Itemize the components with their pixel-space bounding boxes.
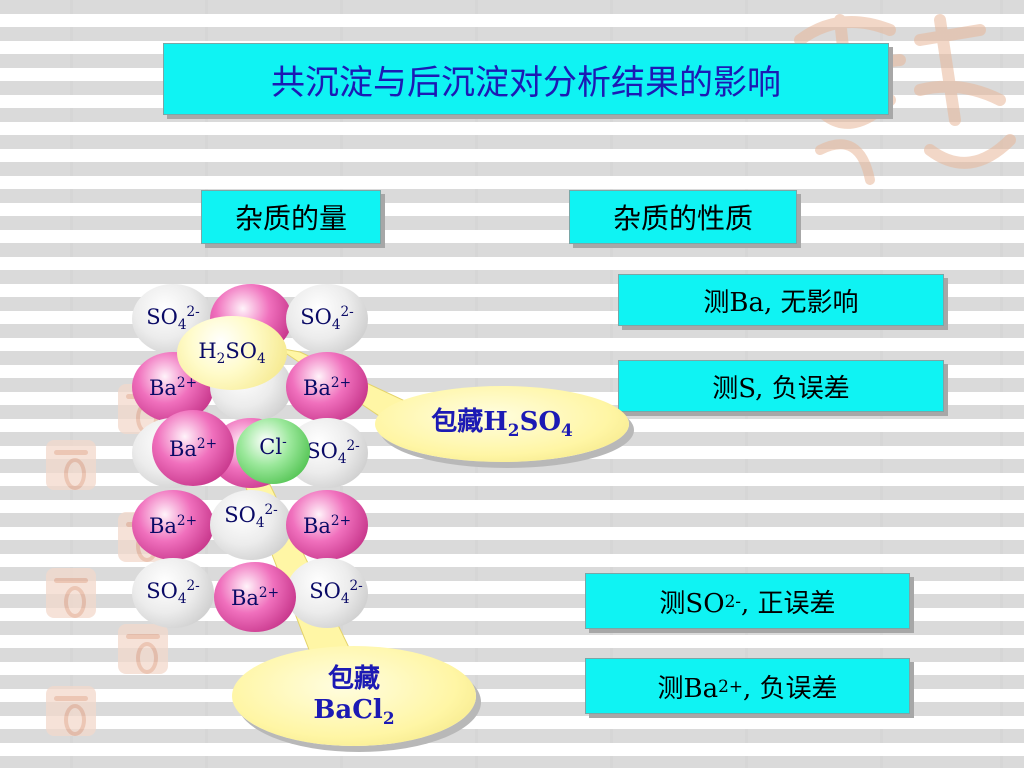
callout-bacl2-label: 包藏 BaCl2 (313, 663, 395, 729)
impurity-ba-label: Ba2+ (168, 435, 218, 461)
result-ba2-suffix: , 负误差 (742, 673, 838, 704)
result-s-prefix: 测S, (712, 373, 764, 404)
decorative-seal-5 (118, 624, 168, 674)
result-s-box: 测S, 负误差 (618, 360, 944, 412)
decorative-seal-2 (46, 440, 96, 490)
result-so4-charge: 2- (724, 591, 742, 611)
impurity-ba: Ba2+ (152, 410, 234, 486)
result-ba2-prefix: 测Ba (657, 673, 719, 704)
ion-ba: Ba2+ (214, 562, 296, 632)
ion-so4: SO42- (210, 490, 292, 560)
callout-bacl2: 包藏 BaCl2 (232, 646, 476, 746)
result-ba2-charge: 2+ (718, 676, 743, 696)
ion-ba: Ba2+ (286, 352, 368, 422)
category-amount-label: 杂质的量 (234, 202, 347, 235)
callout-h2so4-label: 包藏H2SO4 (431, 407, 573, 441)
ion-so4-label: SO42- (300, 304, 354, 334)
ion-so4: SO42- (286, 558, 368, 628)
ion-so4-label: SO42- (146, 578, 200, 608)
page-title: 共沉淀与后沉淀对分析结果的影响 (163, 43, 889, 115)
ion-ba: Ba2+ (286, 490, 368, 560)
ion-so4: SO42- (286, 284, 368, 354)
result-so4-prefix: 测SO (659, 588, 725, 619)
ion-ba-label: Ba2+ (148, 512, 198, 538)
callout-h2so4: 包藏H2SO4 (375, 386, 629, 462)
category-amount-box: 杂质的量 (201, 190, 381, 244)
ion-ba-label: Ba2+ (302, 374, 352, 400)
result-s-suffix: 负误差 (763, 373, 850, 404)
ion-so4-label: SO42- (309, 578, 363, 608)
result-ba-prefix: 测Ba, (703, 287, 773, 318)
result-ba-suffix: 无影响 (772, 287, 859, 318)
impurity-cl: Cl- (236, 418, 310, 484)
ion-so4-label: SO42- (306, 438, 360, 468)
page-title-text: 共沉淀与后沉淀对分析结果的影响 (271, 62, 781, 103)
decorative-seal-4 (46, 568, 96, 618)
result-so4-suffix: , 正误差 (741, 588, 836, 619)
impurity-h2so4: H2SO4 (177, 316, 287, 390)
ion-so4-label: SO42- (224, 502, 278, 532)
decorative-seal-6 (46, 686, 96, 736)
ion-ba: Ba2+ (132, 490, 214, 560)
impurity-cl-label: Cl- (259, 433, 287, 459)
ion-ba-label: Ba2+ (148, 374, 198, 400)
ion-so4-label: SO42- (146, 304, 200, 334)
ion-ba-label: Ba2+ (230, 584, 280, 610)
impurity-h2so4-label: H2SO4 (198, 338, 266, 368)
category-nature-label: 杂质的性质 (612, 202, 753, 235)
result-ba-box: 测Ba, 无影响 (618, 274, 944, 326)
category-nature-box: 杂质的性质 (569, 190, 797, 244)
ion-ba-label: Ba2+ (302, 512, 352, 538)
ion-so4: SO42- (132, 558, 214, 628)
